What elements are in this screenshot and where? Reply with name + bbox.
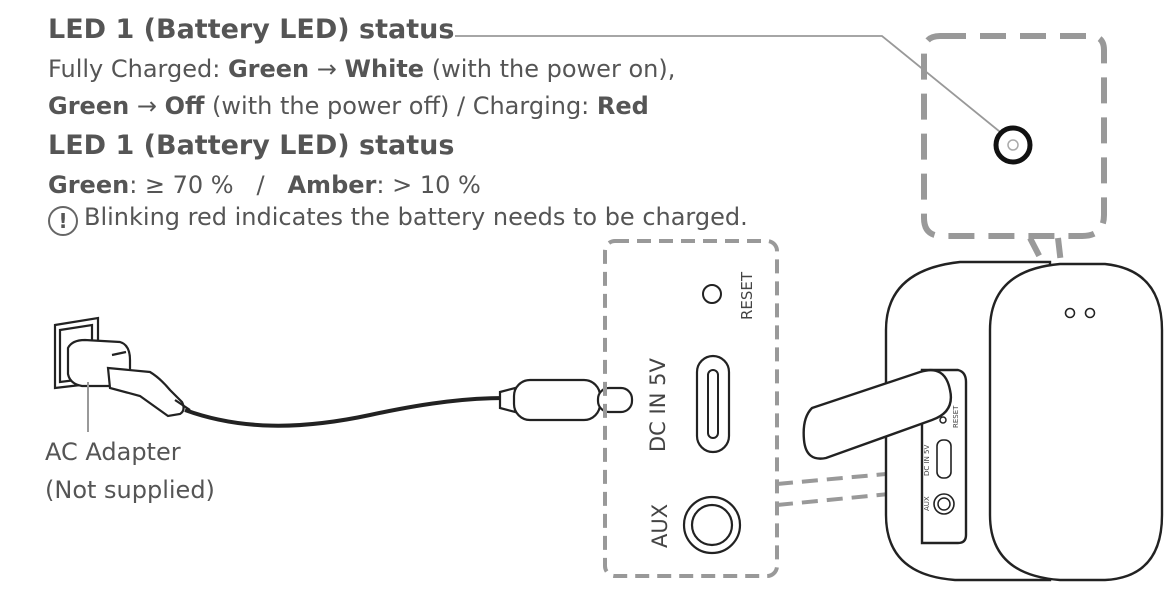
port-panel-box (603, 239, 779, 578)
reset-label: RESET (738, 271, 756, 320)
arrow-1: → (316, 55, 337, 83)
arrow-2: → (136, 92, 157, 120)
ac-adapter (53, 316, 191, 418)
led-status-heading-2: LED 1 (Battery LED) status (48, 130, 455, 161)
led-status-line-2: Green → Off (with the power off) / Charg… (48, 92, 649, 120)
line2-green: Green (48, 92, 130, 120)
adapter-note: (Not supplied) (45, 476, 215, 504)
usb-cable (184, 396, 506, 428)
led-callout-box (921, 33, 1107, 239)
warning-line: !Blinking red indicates the battery need… (48, 203, 748, 236)
speaker-device (802, 260, 1164, 582)
line1-label: Fully Charged: (48, 55, 228, 83)
line1-green: Green (227, 55, 310, 83)
warning-text: Blinking red indicates the battery needs… (84, 203, 748, 231)
dc-in-slot (707, 369, 719, 439)
adapter-label: AC Adapter (45, 438, 181, 466)
device-reset-label: RESET (952, 405, 960, 428)
usb-c-plug (498, 378, 634, 422)
reset-hole (702, 284, 722, 304)
device-aux-label: AUX (923, 496, 931, 511)
led-highlight-ring (993, 125, 1033, 165)
line3-green-value: : ≥ 70 % / (129, 171, 288, 199)
line3-green: Green (48, 171, 130, 199)
led-status-heading-1: LED 1 (Battery LED) status (48, 14, 455, 45)
led-inner (1007, 139, 1019, 151)
dc-in-label: DC IN 5V (646, 358, 670, 452)
line2-red: Red (596, 92, 649, 120)
line3-amber: Amber (287, 171, 377, 199)
led-status-line-3: Green: ≥ 70 % / Amber: > 10 % (48, 171, 481, 199)
aux-label: AUX (648, 503, 672, 548)
aux-port-inner (690, 503, 734, 547)
leader-line (455, 35, 1011, 141)
warning-icon: ! (48, 206, 78, 236)
device-dc-in-label: DC IN 5V (923, 444, 931, 476)
led-status-line-1: Fully Charged: Green → White (with the p… (48, 55, 675, 83)
line3-amber-value: : > 10 % (376, 171, 481, 199)
line1-note: (with the power on), (424, 55, 676, 83)
line1-white: White (344, 55, 425, 83)
line2-note: (with the power off) / Charging: (204, 92, 597, 120)
line2-off: Off (164, 92, 205, 120)
